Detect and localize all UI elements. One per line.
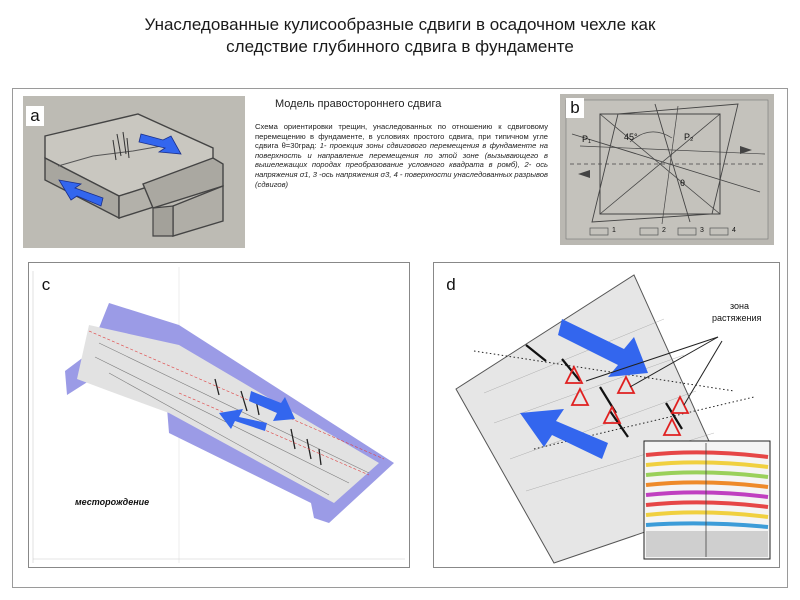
- description-italic: 1- проекция зоны сдвигового перемещения …: [255, 141, 548, 189]
- legend-num-2: 2: [662, 227, 666, 234]
- model-description: Схема ориентировки трещин, унаследованны…: [255, 122, 548, 189]
- model-title: Модель правостороннего сдвига: [275, 98, 442, 110]
- slide-title: Унаследованные кулисообразные сдвиги в о…: [0, 14, 800, 58]
- panel-a-letter: a: [26, 106, 44, 126]
- angle-label: 45°: [624, 132, 638, 142]
- block-model-drawing: [23, 96, 245, 248]
- theta-label: θ: [680, 178, 686, 188]
- seismic-map-drawing: [32, 267, 405, 563]
- panel-b-letter: b: [566, 98, 584, 118]
- panel-d-letter: d: [442, 275, 460, 295]
- panel-b-scheme: P₁ P₂ 45° θ 1 2 3 4 b: [560, 94, 774, 245]
- zone-label-line-2: растяжения: [712, 313, 762, 323]
- legend-num-3: 3: [700, 227, 704, 234]
- description-normal: Схема ориентировки трещин, унаследованны…: [255, 122, 548, 151]
- title-line-1: Унаследованные кулисообразные сдвиги в о…: [144, 15, 656, 34]
- panel-c-letter: c: [37, 275, 55, 295]
- deposit-label: месторождение: [75, 497, 150, 507]
- seismic-slice-drawing: [455, 274, 771, 564]
- panel-d-seismic-slice: d зона растяжения: [433, 262, 780, 568]
- legend-num-1: 1: [612, 227, 616, 234]
- p2-label: P₂: [684, 132, 694, 142]
- title-line-2: следствие глубинного сдвига в фундаменте: [226, 37, 574, 56]
- p1-label: P₁: [582, 134, 592, 144]
- panel-c-seismic-map: c месторождение: [28, 262, 410, 568]
- content-frame: [12, 88, 788, 588]
- legend-num-4: 4: [732, 227, 736, 234]
- zone-label-line-1: зона: [730, 301, 750, 311]
- panel-a-block-model: a: [23, 96, 245, 248]
- fracture-scheme-drawing: [560, 94, 774, 245]
